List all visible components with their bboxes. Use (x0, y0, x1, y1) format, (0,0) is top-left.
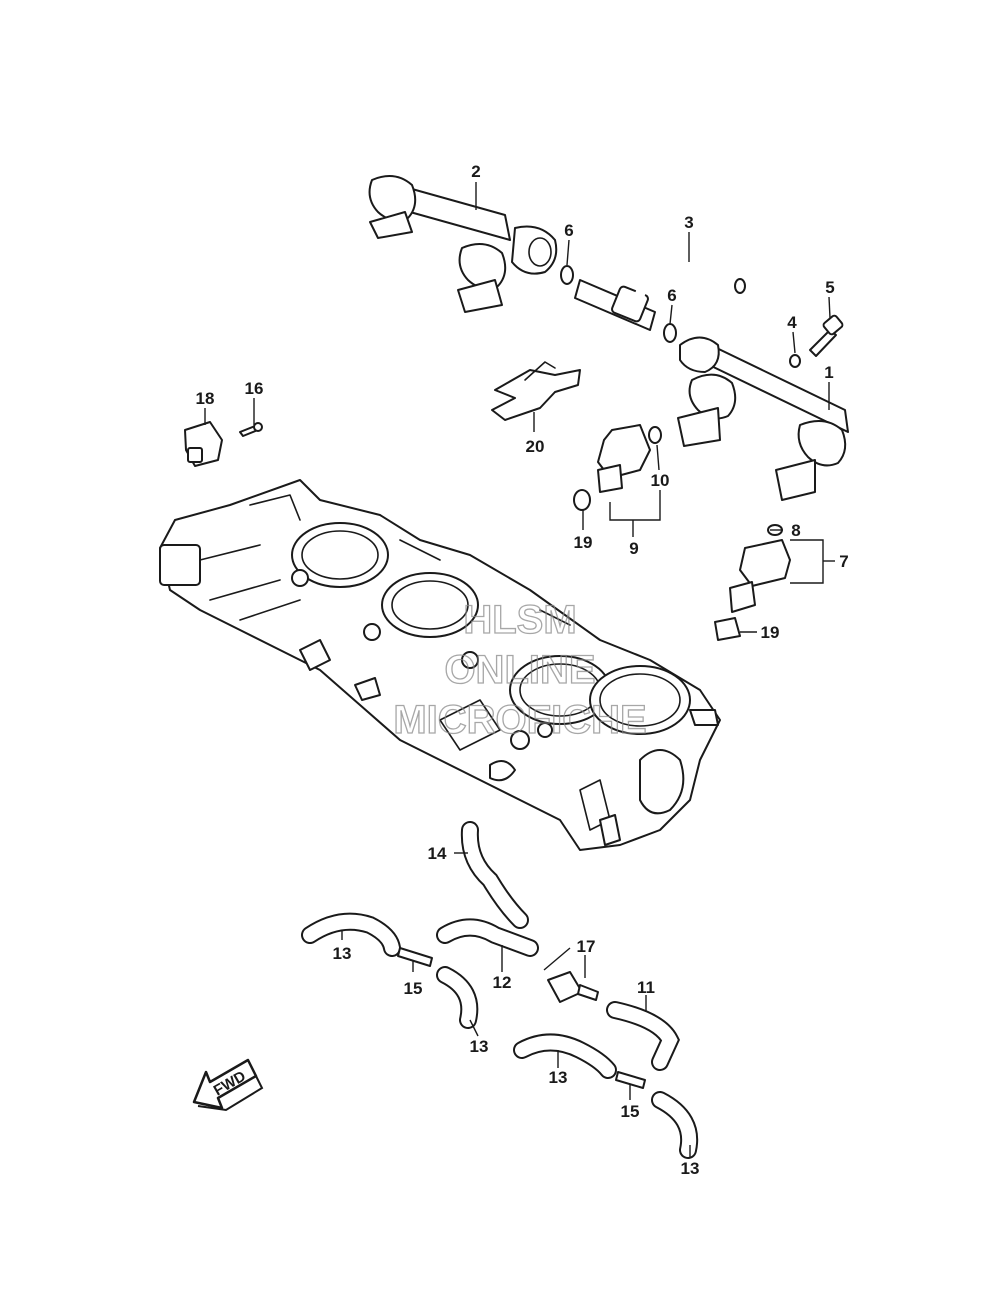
watermark-line-3: MICROFICHE (393, 698, 646, 742)
callout-13-lower-middle[interactable]: 13 (549, 1068, 568, 1087)
fitting-15-right (615, 1071, 646, 1089)
hose-13-lower-left (436, 966, 479, 1029)
fuel-injector-7 (714, 524, 791, 641)
callout-20[interactable]: 20 (526, 437, 545, 456)
o-ring-10 (648, 426, 662, 444)
washer-4 (789, 354, 801, 368)
callout-3[interactable]: 3 (684, 213, 693, 232)
hose-13-lower-right (651, 1091, 699, 1159)
screw-16 (239, 422, 263, 437)
leader-lines (204, 182, 835, 1158)
callout-labels: 2 3 6 6 5 4 1 18 16 20 10 19 9 8 7 19 14… (196, 162, 849, 1178)
callout-2[interactable]: 2 (471, 162, 480, 181)
callout-13-upper-left[interactable]: 13 (333, 944, 352, 963)
o-ring-6-right (663, 323, 677, 343)
callout-18[interactable]: 18 (196, 389, 215, 408)
fuel-rail-2 (368, 175, 558, 313)
callout-15-left[interactable]: 15 (404, 979, 423, 998)
callout-17[interactable]: 17 (577, 937, 596, 956)
watermark: HLSM ONLINE MICROFICHE (393, 597, 648, 742)
fwd-arrow-icon (192, 1058, 258, 1110)
hose-14 (460, 821, 529, 929)
sensor-18 (184, 421, 223, 467)
t-fitting-17 (547, 971, 599, 1003)
clamp-20 (491, 361, 581, 421)
callout-14[interactable]: 14 (428, 844, 447, 863)
fuel-injector-9 (573, 424, 651, 511)
callout-8[interactable]: 8 (791, 521, 800, 540)
callout-7[interactable]: 7 (839, 552, 848, 571)
watermark-line-1: HLSM (463, 598, 576, 642)
callout-1[interactable]: 1 (824, 363, 833, 382)
callout-11[interactable]: 11 (637, 978, 655, 997)
callout-6-right[interactable]: 6 (667, 286, 676, 305)
fuel-pipe-3 (574, 256, 746, 331)
watermark-line-2: ONLINE (444, 648, 595, 692)
callout-6-left[interactable]: 6 (564, 221, 573, 240)
hose-12 (436, 918, 539, 957)
callout-12[interactable]: 12 (493, 973, 512, 992)
hose-13-upper-left (301, 912, 401, 957)
callout-19-right[interactable]: 19 (761, 623, 780, 642)
fitting-15-left (397, 947, 433, 967)
fwd-arrow: FWD (192, 1058, 264, 1112)
callout-10[interactable]: 10 (651, 471, 670, 490)
throttle-body-assembly (159, 479, 721, 851)
callout-19-left[interactable]: 19 (574, 533, 593, 552)
callout-15-right[interactable]: 15 (621, 1102, 640, 1121)
hose-13-lower-middle (513, 1033, 617, 1079)
fuel-rail-1 (677, 336, 849, 501)
callout-13-lower-left[interactable]: 13 (470, 1037, 489, 1056)
callout-5[interactable]: 5 (825, 278, 834, 297)
o-ring-6-left (560, 265, 574, 285)
callout-16[interactable]: 16 (245, 379, 264, 398)
callout-9[interactable]: 9 (629, 539, 638, 558)
callout-13-lower-right[interactable]: 13 (681, 1159, 700, 1178)
bolt-5 (809, 314, 844, 357)
callout-4[interactable]: 4 (787, 313, 797, 332)
hose-11 (606, 1001, 680, 1071)
